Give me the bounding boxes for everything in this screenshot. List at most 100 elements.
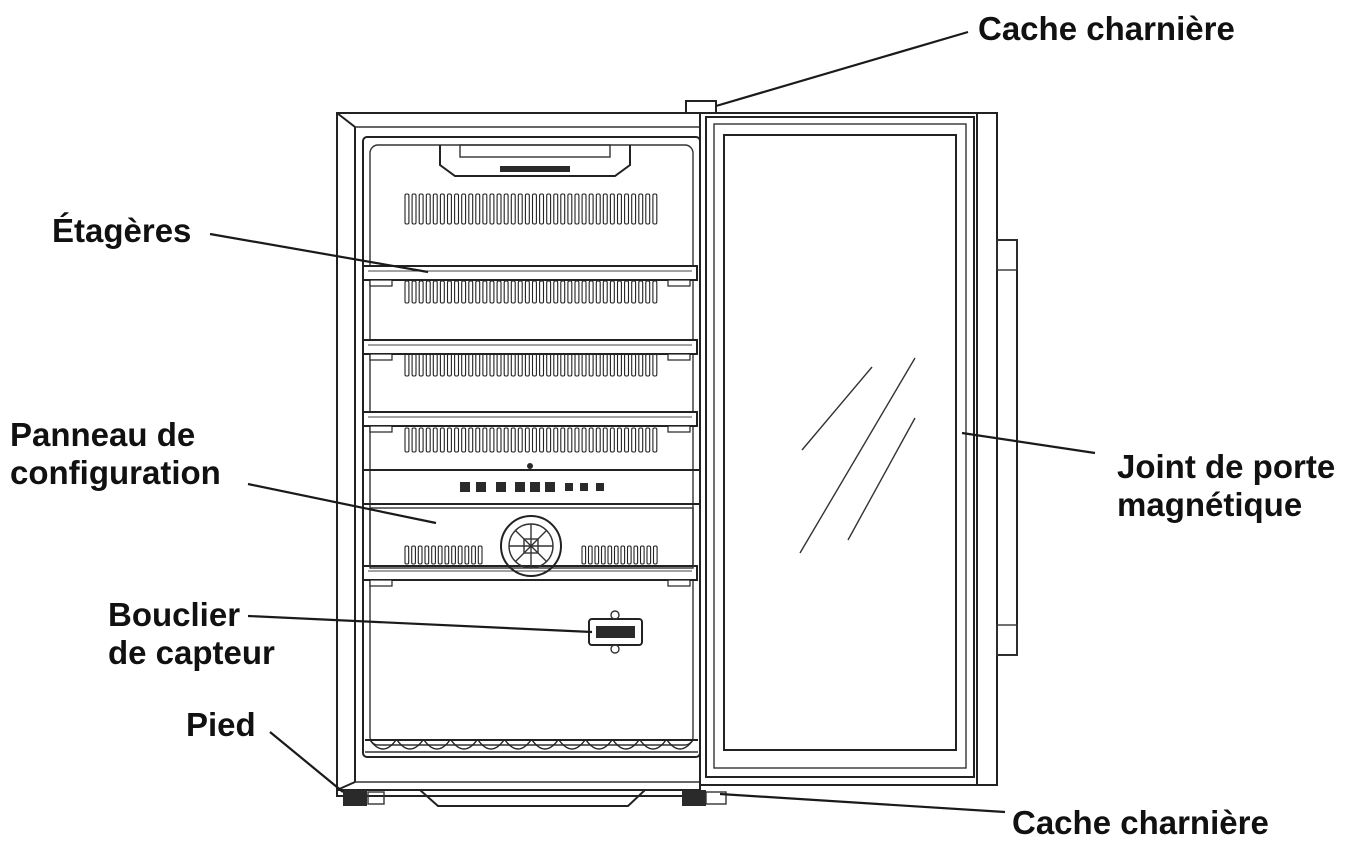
vent-slot	[638, 280, 644, 304]
vent-slot	[624, 193, 630, 225]
vent-slot	[539, 427, 545, 453]
vent-slot	[602, 427, 608, 453]
vent-slot	[602, 193, 608, 225]
vent-slot	[411, 280, 417, 304]
vent-slot	[411, 193, 417, 225]
vent-slot	[489, 193, 495, 225]
vent-slot	[539, 193, 545, 225]
rack-slot	[639, 739, 667, 750]
vent-slot	[546, 427, 552, 453]
vent-slot	[454, 353, 460, 377]
vent-slot	[638, 353, 644, 377]
vent-slot	[574, 353, 580, 377]
vent-slot	[446, 280, 452, 304]
rack-slot	[585, 739, 613, 750]
vent-slot	[588, 353, 594, 377]
top-hinge-cover	[685, 100, 717, 114]
vent-slot	[457, 545, 463, 565]
vent-slot	[560, 427, 566, 453]
bottom-rack	[365, 739, 698, 753]
vent-slot	[531, 353, 537, 377]
vent-slot	[531, 193, 537, 225]
vent-slot	[553, 280, 559, 304]
vent-slot	[631, 193, 637, 225]
vent-slot	[616, 353, 622, 377]
vent-slot	[461, 427, 467, 453]
shelves-group	[362, 265, 698, 587]
vent-slot	[482, 427, 488, 453]
vent-slot	[482, 280, 488, 304]
vent-slot	[581, 280, 587, 304]
vent-slot	[439, 353, 445, 377]
vent-slot	[652, 280, 658, 304]
vent-slot	[468, 427, 474, 453]
vent-slot	[517, 427, 523, 453]
vent-slot	[489, 427, 495, 453]
vent-slot	[616, 193, 622, 225]
vent-slot	[546, 193, 552, 225]
vent-slot	[595, 193, 601, 225]
vent-slot	[418, 353, 424, 377]
shelf-clip	[369, 279, 393, 287]
leader-lines	[209, 30, 1096, 814]
vent-slot	[624, 280, 630, 304]
vent-slot	[411, 427, 417, 453]
vent-slot	[477, 545, 483, 565]
vent-slot	[652, 353, 658, 377]
top-fan-housing	[439, 144, 631, 177]
vent-slot	[489, 280, 495, 304]
vent-slot	[404, 353, 410, 377]
vent-slot	[639, 545, 645, 565]
rack-slot	[423, 739, 451, 750]
vent-slot	[531, 280, 537, 304]
rack-slot	[666, 739, 694, 750]
label-hinge-cover-bottom: Cache charnière	[1012, 804, 1269, 841]
vent-slot	[464, 545, 470, 565]
vent-slot	[451, 545, 456, 565]
vent-slot	[432, 353, 438, 377]
vent-slot	[404, 427, 410, 453]
vent-slot	[574, 193, 580, 225]
vent-slot	[468, 353, 474, 377]
vent-slot	[609, 353, 615, 377]
vent-slot	[417, 545, 423, 565]
vent-slot	[446, 427, 452, 453]
vent-slot	[645, 280, 651, 304]
vent-slot	[425, 353, 431, 377]
vent-slot	[539, 280, 545, 304]
vent-slot	[461, 280, 467, 304]
vent-slot	[418, 427, 424, 453]
vent-slot	[567, 280, 573, 304]
vent-slot	[631, 427, 637, 453]
vent-slot	[418, 193, 424, 225]
vent-slot	[560, 193, 566, 225]
vent-slot	[524, 193, 530, 225]
vent-slot	[652, 193, 658, 225]
vent-slot	[489, 353, 495, 377]
shelf	[362, 339, 698, 355]
vent-slot	[439, 193, 445, 225]
vent-slot	[425, 427, 431, 453]
vent-slot	[496, 353, 502, 377]
vent-slot	[652, 427, 658, 453]
vent-slot	[454, 280, 460, 304]
vent-slot	[546, 280, 552, 304]
vent-slot	[602, 280, 608, 304]
vent-slot	[646, 545, 652, 565]
sensor-shield	[588, 610, 643, 654]
vent-slot	[588, 427, 594, 453]
vent-slot	[588, 193, 594, 225]
vent-slot	[482, 193, 488, 225]
door-handle	[996, 239, 1018, 656]
label-config-panel: Panneau de configuration	[10, 416, 221, 492]
vent-slot	[560, 353, 566, 377]
vent-slot	[609, 427, 615, 453]
vent-slot	[468, 193, 474, 225]
vent-slot	[425, 193, 431, 225]
rack-slot	[612, 739, 640, 750]
vent-slot	[595, 353, 601, 377]
vent-slot	[454, 193, 460, 225]
vent-slot	[553, 427, 559, 453]
vent-slot	[609, 280, 615, 304]
rack-slot	[369, 739, 397, 750]
